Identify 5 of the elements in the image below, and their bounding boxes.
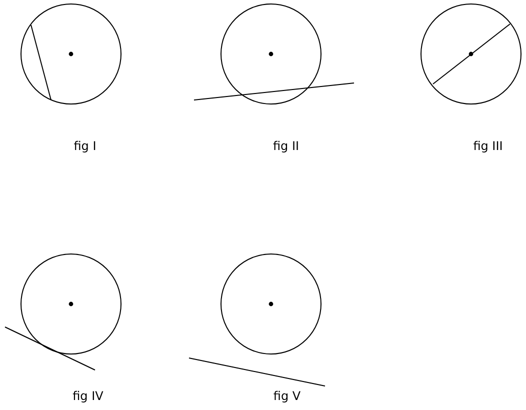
figure-label: fig III: [473, 139, 503, 153]
figure-label: fig I: [74, 139, 96, 153]
figure-label: fig V: [273, 389, 301, 403]
figure-label: fig II: [272, 139, 300, 153]
figure-label: fig IV: [72, 389, 104, 403]
